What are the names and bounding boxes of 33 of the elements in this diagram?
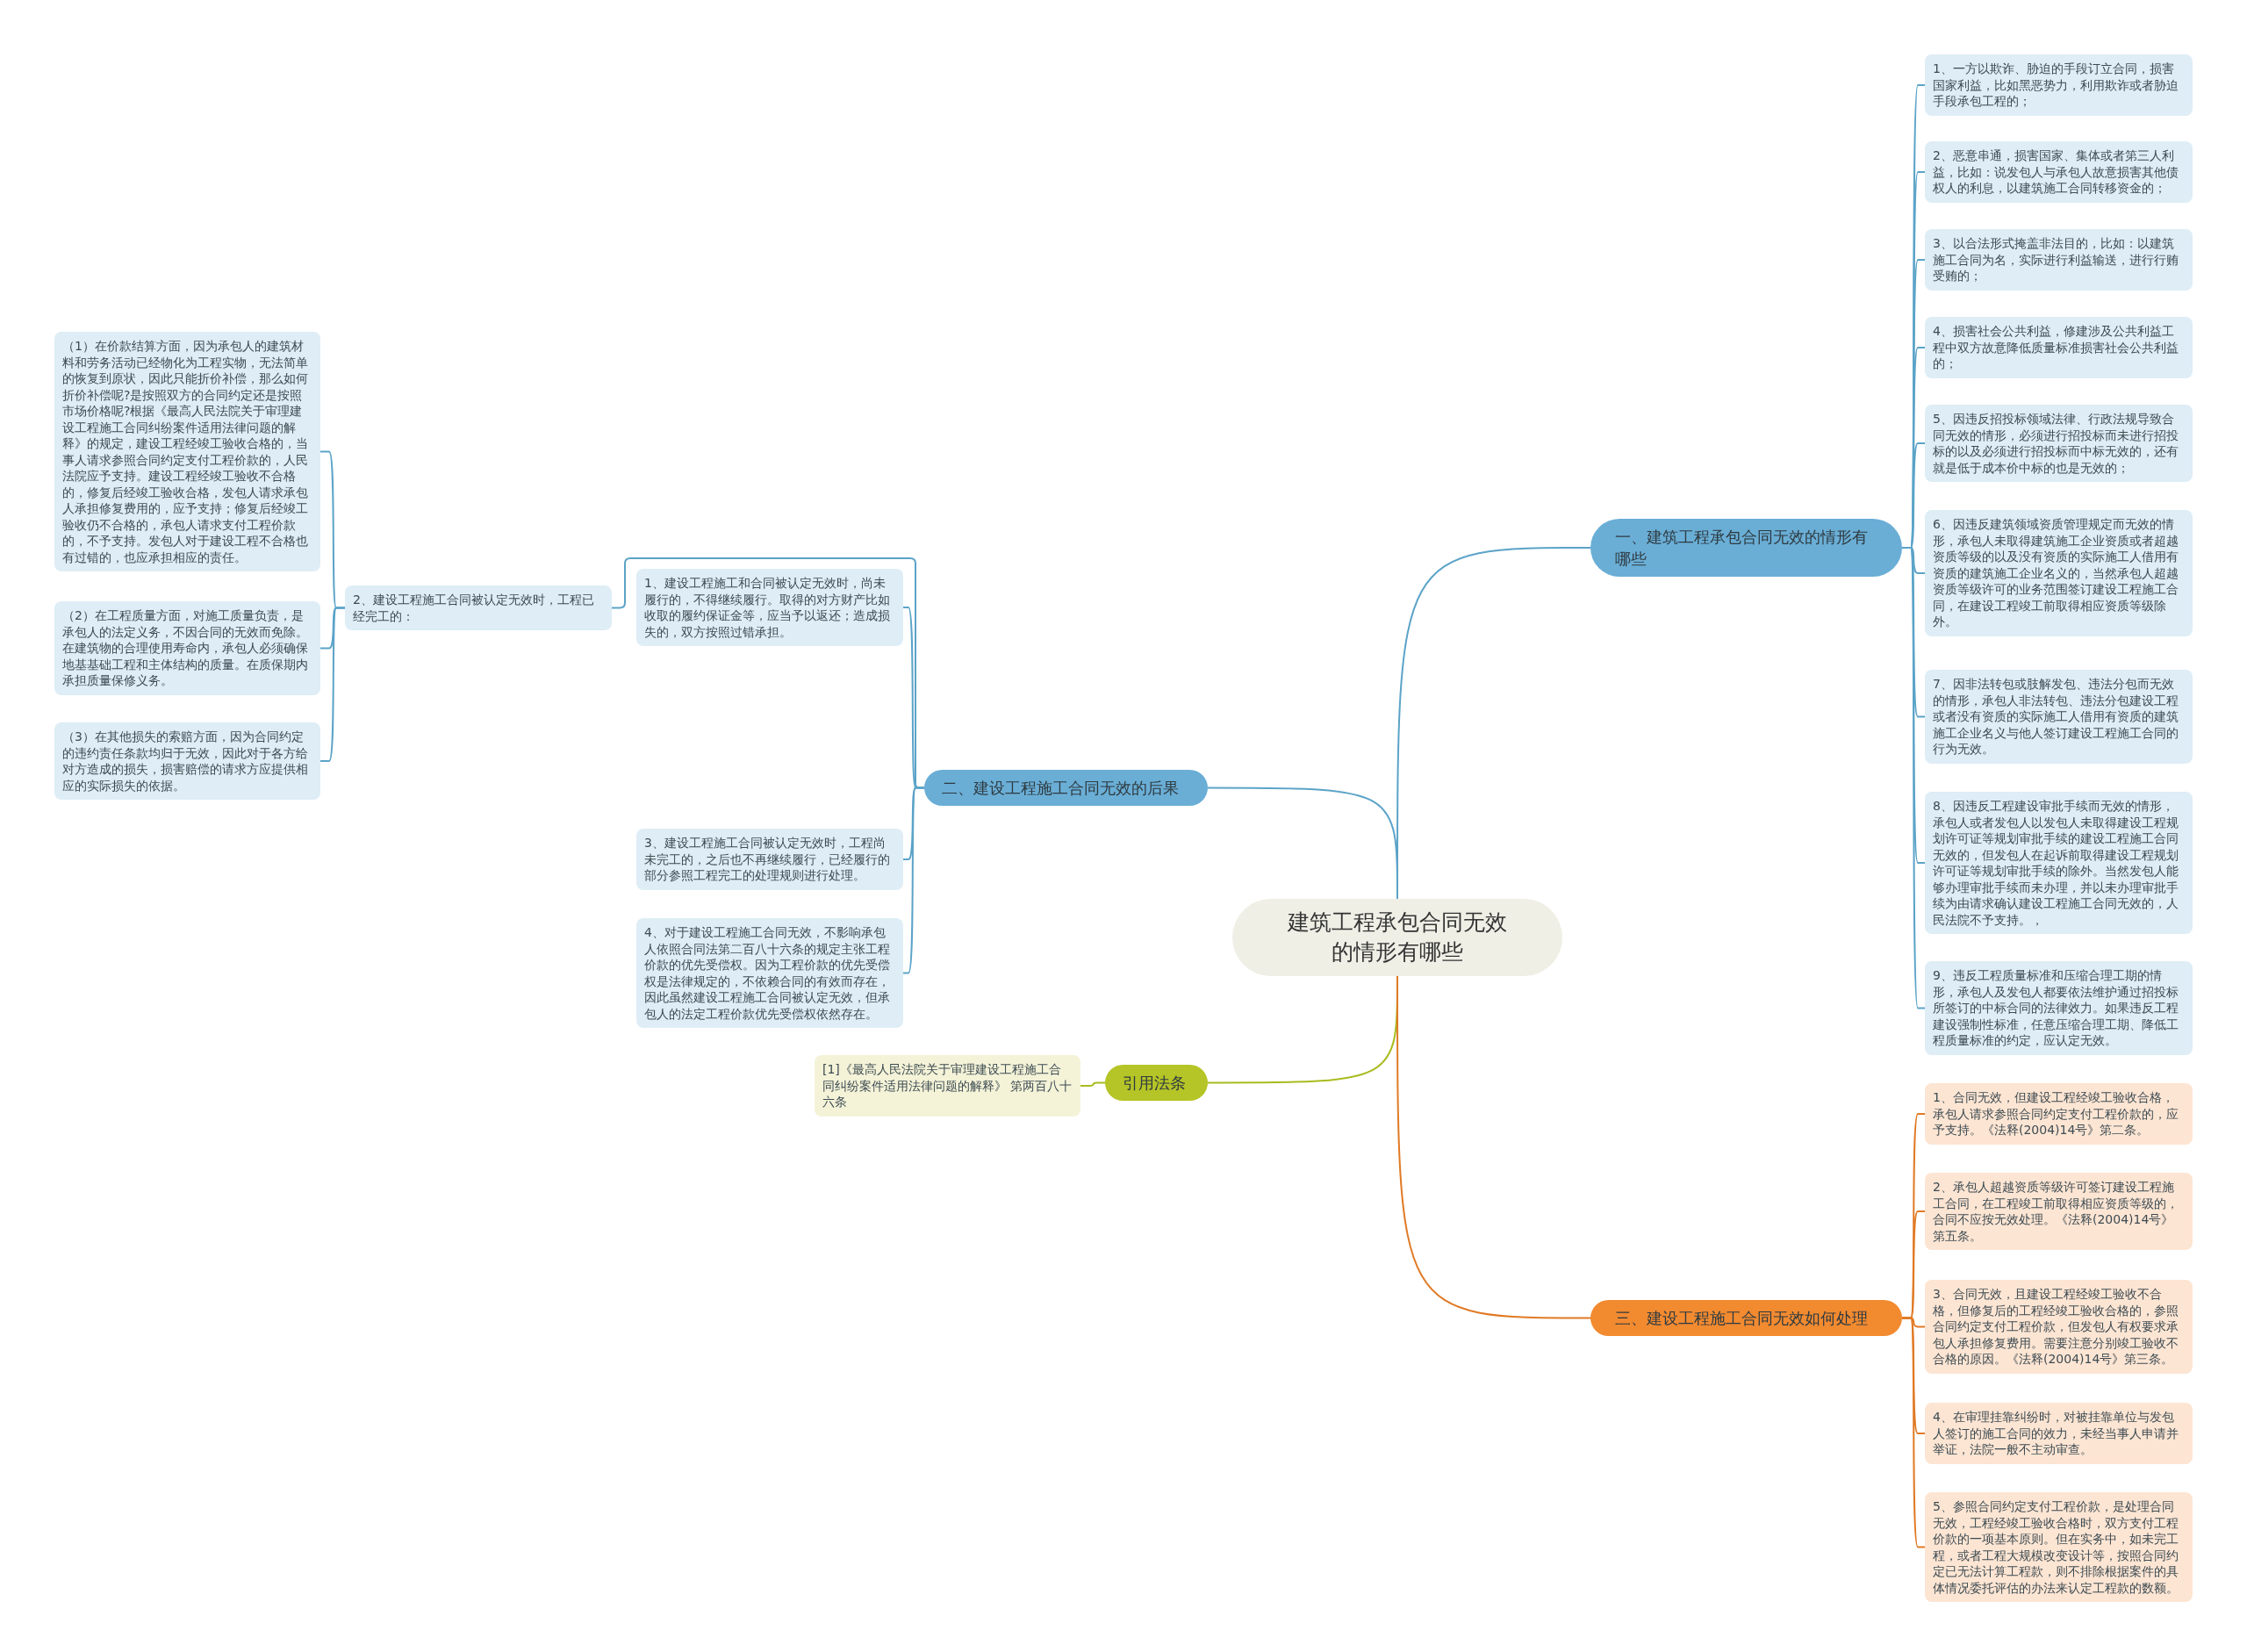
topic-box: 2、承包人超越资质等级许可签订建设工程施工合同，在工程竣工前取得相应资质等级的，合同不应按无效处理。《法释(2004)14号》第五条。	[1925, 1173, 2193, 1250]
topic-box: （2）在工程质量方面，对施工质量负责，是承包人的法定义务，不因合同的无效而免除。在建筑物的合理使用寿命内，承包人必须确保地基基础工程和主体结构的质量。在质保期内承担质量保修义务。	[54, 601, 320, 695]
topic-box: （3）在其他损失的索赔方面，因为合同约定的违约责任条款均归于无效，因此对于各方给对方造成的损失，损害赔偿的请求方应提供相应的实际损失的依据。	[54, 722, 320, 800]
branch-topic: 一、建筑工程承包合同无效的情形有哪些	[1590, 519, 1902, 577]
topic-box: 6、因违反建筑领域资质管理规定而无效的情形，承包人未取得建筑施工企业资质或者超越资质等级的以及没有资质的实际施工人借用有资质的建筑施工企业名义的，当然承包人超越资质等级许可的业务范围签订建设工程施工合同，在建设工程竣工前取得相应资质等级除外。	[1925, 510, 2193, 636]
central-topic: 建筑工程承包合同无效的情形有哪些	[1232, 899, 1562, 976]
topic-box: 1、建设工程施工和合同被认定无效时，尚未履行的，不得继续履行。取得的对方财产比如收取的履约保证金等，应当予以返还；造成损失的，双方按照过错承担。	[636, 569, 903, 646]
topic-box: 5、因违反招投标领域法律、行政法规导致合同无效的情形，必须进行招投标而未进行招投标的以及必须进行招投标而中标无效的，还有就是低于成本价中标的也是无效的；	[1925, 405, 2193, 482]
branch-topic: 二、建设工程施工合同无效的后果	[924, 770, 1208, 806]
topic-box: 1、一方以欺诈、胁迫的手段订立合同，损害国家利益，比如黑恶势力，利用欺诈或者胁迫手段承包工程的；	[1925, 54, 2193, 116]
topic-box: 5、参照合同约定支付工程价款，是处理合同无效，工程经竣工验收合格时，双方支付工程价款的一项基本原则。但在实务中，如未完工程，或者工程大规模改变设计等，按照合同约定已无法计算工程款，则不排除根据案件的具体情况委托评估的办法来认定工程款的数额。	[1925, 1492, 2193, 1602]
connector-line	[1207, 786, 1398, 900]
connector-line	[1080, 1081, 1106, 1087]
topic-box: 9、违反工程质量标准和压缩合理工期的情形，承包人及发包人都要依法维护通过招投标所签订的中标合同的法律效力。如果违反工程建设强制性标准，任意压缩合理工期、降低工程质量标准的约定，应认定无效。	[1925, 961, 2193, 1055]
topic-box: 8、因违反工程建设审批手续而无效的情形，承包人或者发包人以发包人未取得建设工程规划许可证等规划审批手续的建设工程施工合同无效的，但发包人在起诉前取得建设工程规划许可证等规划审批手续的除外。当然发包人能够办理审批手续而未办理，并以未办理审批手续为由请求确认建设工程施工合同无效的，人民法院不予支持。，	[1925, 792, 2193, 934]
topic-box: 4、损害社会公共利益，修建涉及公共利益工程中双方故意降低质量标准损害社会公共利益的；	[1925, 317, 2193, 378]
topic-box: 2、恶意串通，损害国家、集体或者第三人利益，比如：说发包人与承包人故意损害其他债权人的利息，以建筑施工合同转移资金的；	[1925, 141, 2193, 203]
topic-box: [1]《最高人民法院关于审理建设工程施工合同纠纷案件适用法律问题的解释》 第两百八十六条	[815, 1055, 1080, 1117]
topic-box: 4、在审理挂靠纠纷时，对被挂靠单位与发包人签订的施工合同的效力，未经当事人申请并举证，法院一般不主动审查。	[1925, 1403, 2193, 1464]
connector-line	[319, 607, 346, 762]
topic-box: 3、合同无效，且建设工程经竣工验收不合格，但修复后的工程经竣工验收合格的，参照合同约定支付工程价款，但发包人有权要求承包人承担修复费用。需要注意分别竣工验收不合格的原因。《法释(2004)14号》第三条。	[1925, 1280, 2193, 1374]
topic-box: 3、建设工程施工合同被认定无效时，工程尚未完工的，之后也不再继续履行，已经履行的部分参照工程完工的处理规则进行处理。	[636, 829, 903, 890]
connector-line	[902, 786, 925, 974]
topic-box: 3、以合法形式掩盖非法目的，比如：以建筑施工合同为名，实际进行利益输送，进行行贿受贿的；	[1925, 229, 2193, 291]
topic-box: 2、建设工程施工合同被认定无效时，工程已经完工的：	[345, 585, 612, 630]
topic-box: 4、对于建设工程施工合同无效，不影响承包人依照合同法第二百八十六条的规定主张工程价款的优先受偿权。因为工程价款的优先受偿权是法律规定的，不依赖合同的有效而存在，因此虽然建设工程施工合同被认定无效，但承包人的法定工程价款优先受偿权依然存在。	[636, 918, 903, 1028]
topic-box: 1、合同无效，但建设工程经竣工验收合格，承包人请求参照合同约定支付工程价款的，应予支持。《法释(2004)14号》第二条。	[1925, 1083, 2193, 1145]
branch-topic: 引用法条	[1105, 1065, 1208, 1101]
topic-box: （1）在价款结算方面，因为承包人的建筑材料和劳务活动已经物化为工程实物，无法简单的恢复到原状，因此只能折价补偿，那么如何折价补偿呢?是按照双方的合同约定还是按照市场价格呢?根据《最高人民法院关于审理建设工程施工合同纠纷案件适用法律问题的解释》的规定，建设工程经竣工验收合格的，当事人请求参照合同约定支付工程价款的，人民法院应予支持。建设工程经竣工验收不合格的，修复后经竣工验收合格，发包人请求承包人承担修复费用的，应予支持；修复后经竣工验收仍不合格的，承包人请求支付工程价款的，不予支持。发包人对于建设工程不合格也有过错的，也应承担相应的责任。	[54, 332, 320, 571]
branch-topic: 三、建设工程施工合同无效如何处理	[1590, 1300, 1902, 1336]
connector-line	[1396, 975, 1591, 1319]
topic-box: 7、因非法转包或肢解发包、违法分包而无效的情形，承包人非法转包、违法分包建设工程或者没有资质的实际施工人借用有资质的建筑施工企业名义与他人签订建设工程施工合同的行为无效。	[1925, 670, 2193, 764]
connector-line	[1901, 1317, 1926, 1548]
